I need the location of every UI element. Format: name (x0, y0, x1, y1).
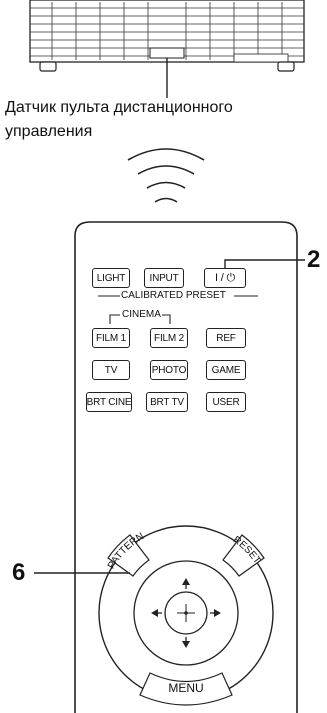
reset-button[interactable] (222, 534, 265, 577)
film2-button[interactable]: FILM 2 (150, 328, 188, 348)
pattern-button[interactable] (107, 534, 150, 577)
projector-illustration (29, 0, 305, 72)
menu-button[interactable] (139, 672, 233, 706)
cinema-label: CINEMA (121, 309, 162, 321)
sensor-caption-line-2: управления (5, 123, 93, 140)
down-arrow-icon[interactable] (182, 641, 190, 648)
callout-2-leader (224, 259, 305, 268)
input-button[interactable]: INPUT (144, 268, 184, 288)
left-arrow-icon[interactable] (151, 609, 158, 617)
sensor-caption: Датчик пульта дистанционного управления (5, 96, 305, 144)
photo-button[interactable]: PHOTO (150, 360, 188, 380)
callout-6: 6 (12, 559, 26, 586)
tv-button[interactable]: TV (92, 360, 130, 380)
dial-pad: PATTERN RESET MENU (98, 525, 274, 706)
game-button[interactable]: GAME (206, 360, 246, 380)
callout-2: 2 (307, 246, 321, 273)
user-button[interactable]: USER (206, 392, 246, 412)
light-button[interactable]: LIGHT (92, 268, 130, 288)
brt-cine-button[interactable]: BRT CINE (86, 392, 132, 412)
power-button[interactable]: I / ⏻ (204, 268, 246, 288)
preset-bracket (98, 295, 258, 324)
ir-signal-waves (127, 148, 205, 203)
brt-tv-button[interactable]: BRT TV (146, 392, 188, 412)
calibrated-preset-label: CALIBRATED PRESET (120, 290, 227, 302)
menu-label: MENU (168, 681, 203, 695)
sensor-caption-line-1: Датчик пульта дистанционного (5, 99, 233, 116)
ref-button[interactable]: REF (206, 328, 246, 348)
right-arrow-icon[interactable] (214, 609, 221, 617)
up-arrow-icon[interactable] (182, 578, 190, 585)
film1-button[interactable]: FILM 1 (92, 328, 130, 348)
